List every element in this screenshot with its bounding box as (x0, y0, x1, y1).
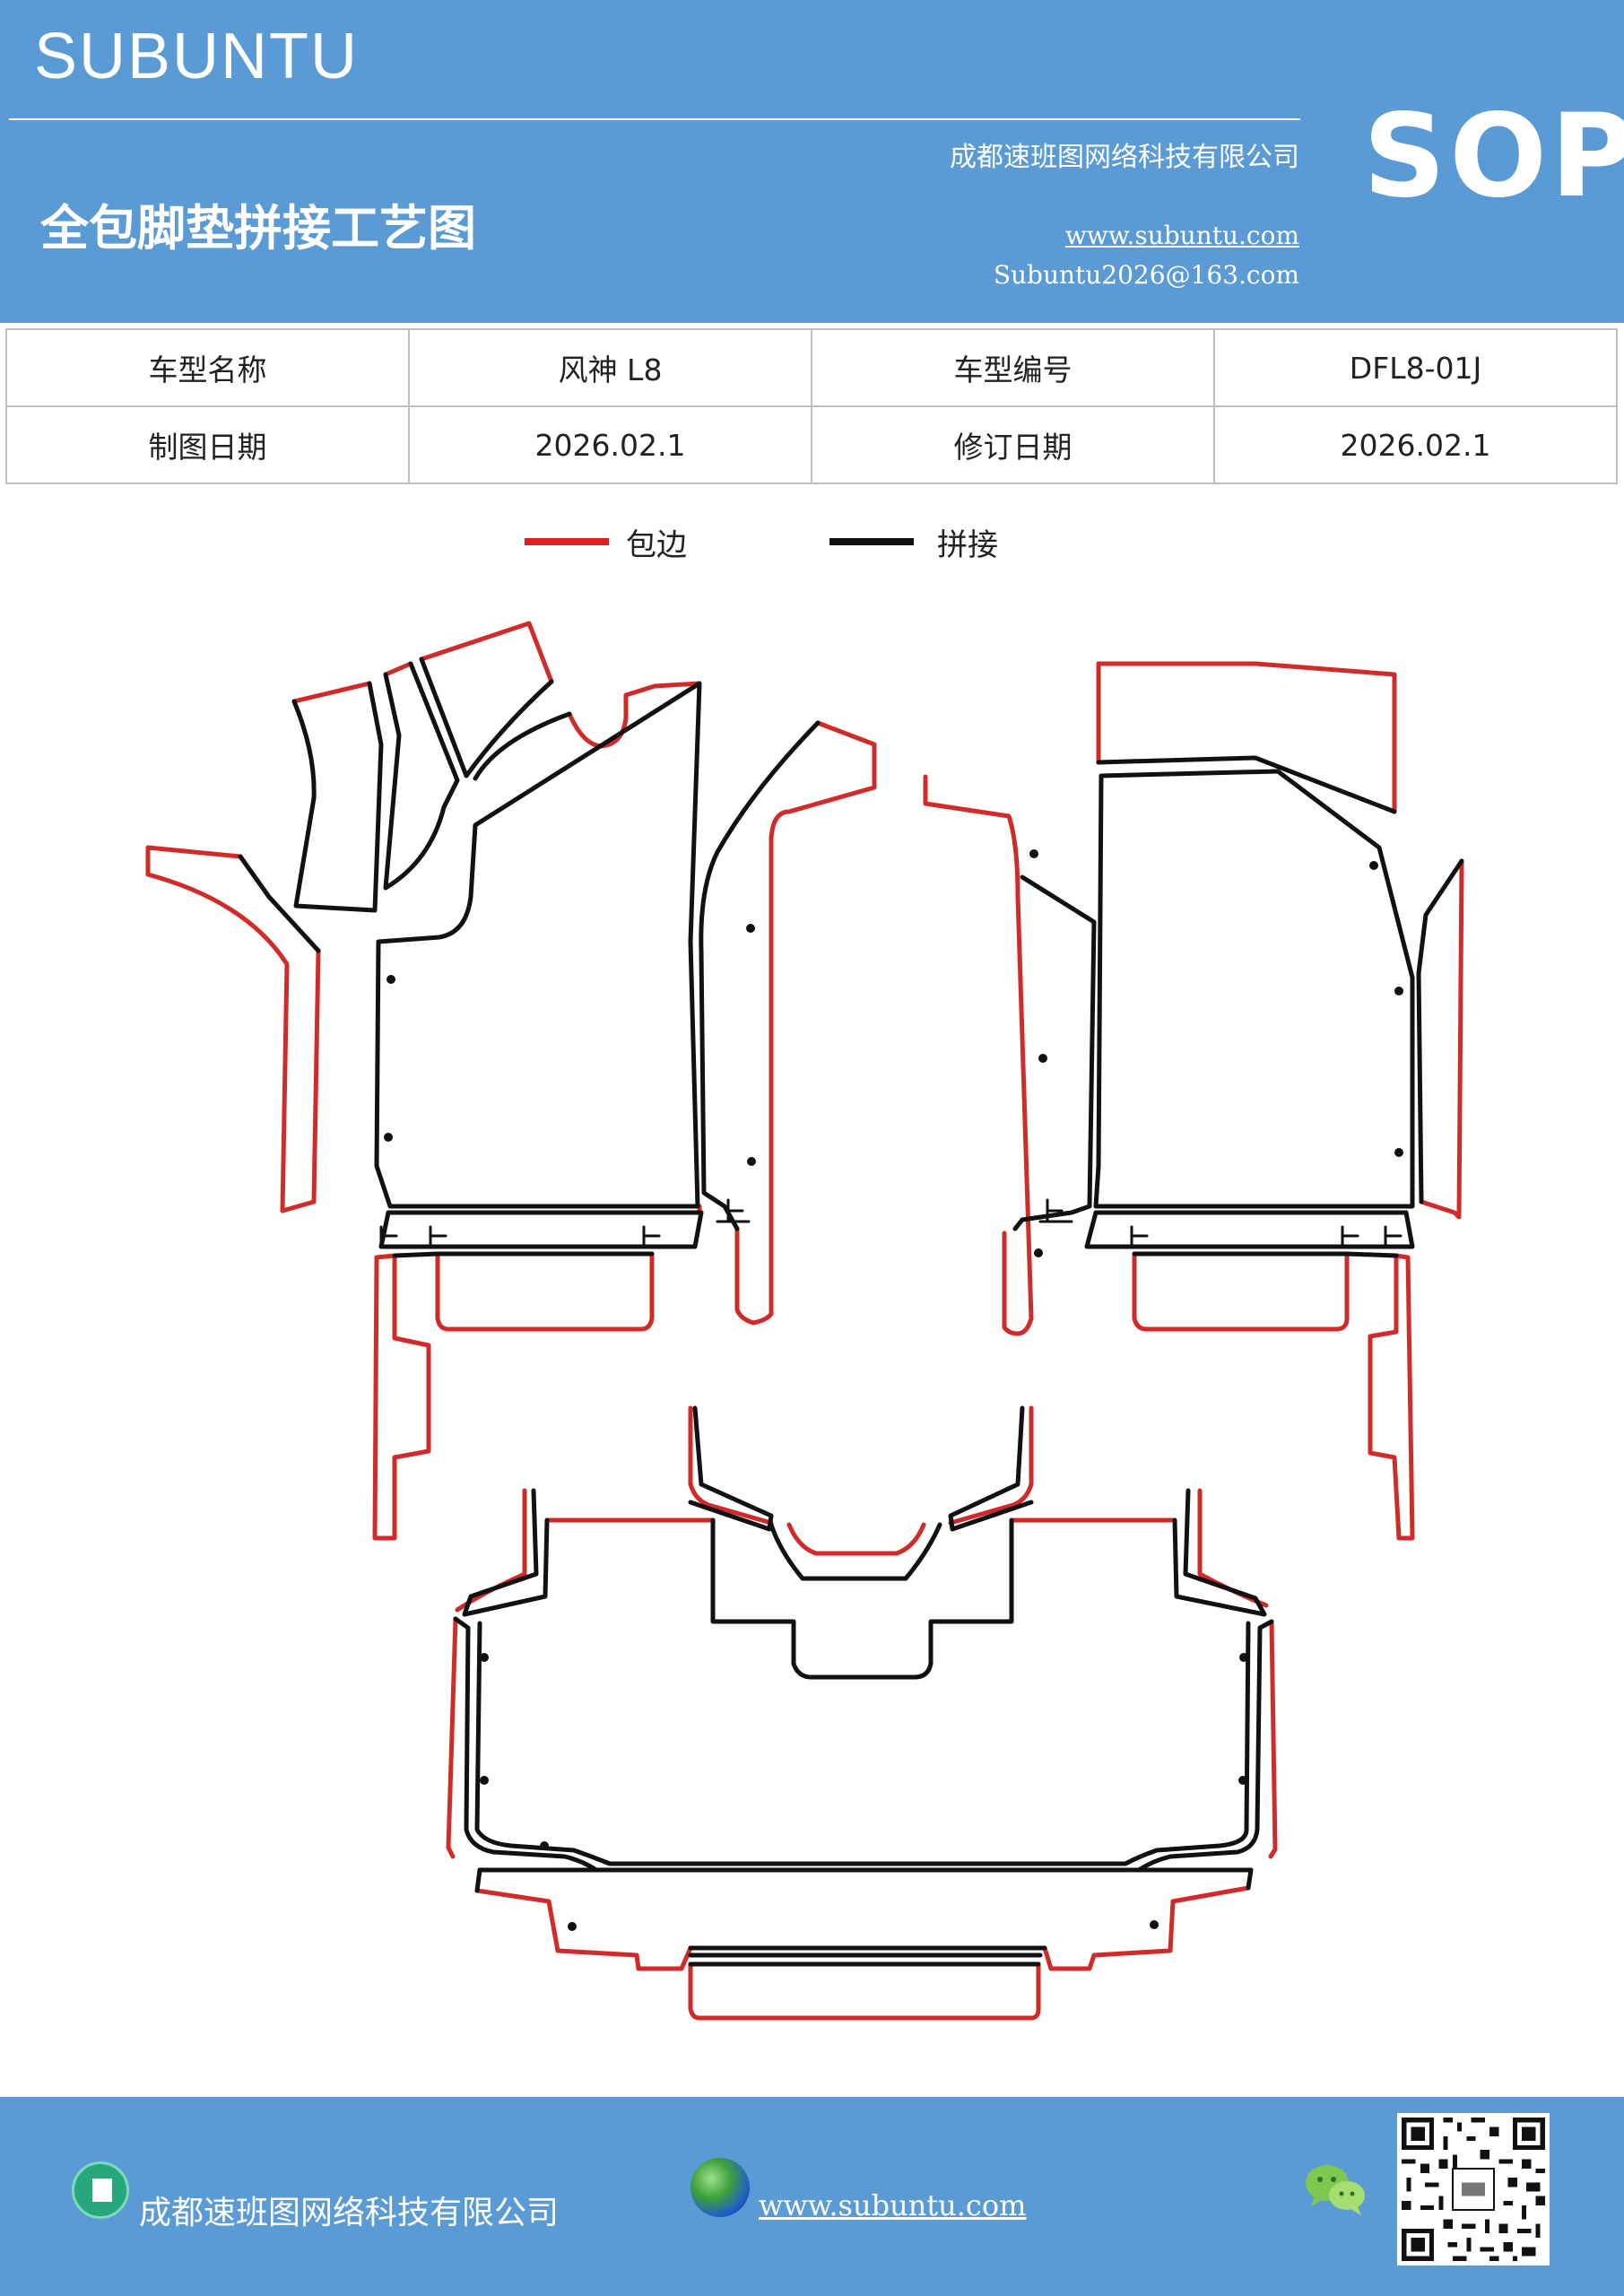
legend-swatch-seam (829, 538, 914, 545)
brand-name: SUBUNTU (34, 21, 360, 92)
model-name-value: 风神 L8 (408, 328, 812, 407)
seam-piece-b (383, 661, 460, 891)
revision-date-value: 2026.02.1 (1213, 405, 1618, 484)
mounting-point (1029, 849, 1038, 858)
edge-rear-tray (688, 1961, 1041, 2021)
alignment-mark (429, 1225, 461, 1248)
mounting-point (1369, 861, 1378, 870)
mounting-point (386, 975, 395, 984)
vehicle-info-table: 车型名称 风神 L8 车型编号 DFL8-01J 制图日期 2026.02.1 … (5, 328, 1618, 484)
footer-company: 成都速班图网络科技有限公司 (139, 2195, 560, 2231)
mounting-point (1238, 1776, 1247, 1785)
alignment-mark (716, 1198, 751, 1223)
globe-icon (690, 2158, 750, 2217)
mounting-point (540, 1841, 549, 1850)
mounting-point (1034, 1248, 1043, 1257)
seam-passenger-rail (1084, 1210, 1415, 1257)
edge-driver-left-strip (372, 1253, 431, 1541)
table-row: 制图日期 2026.02.1 修订日期 2026.02.1 (5, 405, 1618, 484)
seam-passenger-divider (1344, 1251, 1399, 1258)
seam-rear-left-corner (462, 1488, 550, 1617)
mounting-point (480, 1776, 489, 1785)
mounting-point (1394, 987, 1403, 996)
seam-front-left-strip (238, 854, 321, 953)
draw-date-value: 2026.02.1 (408, 405, 812, 484)
mounting-points (384, 849, 1403, 1931)
seam-driver-divider (392, 1251, 440, 1258)
alignment-mark (379, 1225, 413, 1248)
edge-rear-left-side (446, 1616, 458, 1859)
seam-rear-bottom-band (474, 1867, 1254, 1958)
seam-piece-a (291, 681, 384, 913)
edge-rear-center-notch (786, 1522, 926, 1556)
mounting-point (1239, 1653, 1248, 1662)
mounting-point (568, 1922, 577, 1931)
floor-mat-diagram (145, 621, 1464, 2021)
footer-website-link[interactable]: www.subuntu.com (759, 2188, 1027, 2222)
seam-rear-center (710, 1518, 1014, 1680)
qr-code[interactable] (1397, 2113, 1550, 2266)
mounting-point (1394, 1148, 1403, 1157)
alignment-mark (1038, 1198, 1073, 1223)
edge-passenger-right-strip (1419, 858, 1464, 1220)
mounting-point (747, 1157, 756, 1166)
edge-rear-bottom-band (474, 1885, 1251, 1971)
footer-banner: 成都速班图网络科技有限公司 www.subuntu.com (0, 2097, 1624, 2296)
seam-rear-right-riser (948, 1405, 1034, 1532)
edge-rear-left-corner (455, 1488, 527, 1613)
legend-label-edge: 包边 (626, 527, 687, 563)
red-edges (145, 621, 1464, 2021)
mounting-point (384, 1133, 393, 1142)
seam-rear-right-corner (1172, 1488, 1267, 1617)
edge-center-left-strip (734, 720, 877, 1326)
alignment-mark (1341, 1225, 1372, 1248)
revision-date-label: 修订日期 (811, 405, 1215, 484)
edge-driver-notch (567, 681, 702, 749)
mounting-point (480, 1653, 489, 1662)
mounting-point (746, 924, 755, 933)
sop-badge: SOP (1363, 90, 1624, 223)
model-code-value: DFL8-01J (1213, 328, 1618, 407)
draw-date-label: 制图日期 (5, 405, 410, 484)
edge-center-right-strip (923, 774, 1034, 1336)
header-email: Subuntu2026@163.com (993, 260, 1299, 290)
edge-passenger-foot-plate (1132, 1251, 1350, 1332)
header-company: 成都速班图网络科技有限公司 (950, 142, 1299, 173)
seam-rear-left-riser (688, 1405, 774, 1532)
edge-passenger-right-side-strip (1368, 1253, 1415, 1541)
edge-driver-foot-plate (435, 1251, 655, 1332)
seam-rear-main (453, 1616, 1274, 1873)
seam-passenger-main (1093, 755, 1415, 1209)
wechat-icon[interactable] (1302, 2160, 1368, 2217)
legend-swatch-edge (525, 538, 609, 545)
alignment-mark (1384, 1225, 1410, 1248)
seam-piece-c (419, 657, 554, 778)
alignment-mark (642, 1225, 674, 1248)
mounting-point (1038, 1054, 1047, 1063)
model-name-label: 车型名称 (5, 328, 410, 407)
header-website-link[interactable]: www.subuntu.com (1064, 221, 1299, 250)
seam-center-left (699, 720, 821, 1231)
edge-rear-left-riser (688, 1405, 774, 1526)
table-row: 车型名称 风神 L8 车型编号 DFL8-01J (5, 328, 1618, 407)
black-seams (238, 657, 1464, 1967)
edge-rear-right-side (1268, 1619, 1278, 1859)
edge-front-left-top (291, 621, 554, 704)
mounting-point (1150, 1920, 1159, 1929)
seam-center-right (1012, 874, 1097, 1231)
legend-label-seam: 拼接 (937, 527, 998, 563)
edge-front-left-strip (145, 845, 321, 1213)
seam-passenger-right-strip (1416, 858, 1464, 1205)
alignment-mark (1130, 1225, 1162, 1248)
header-divider (9, 118, 1300, 120)
alignment-marks (379, 1198, 1410, 1248)
edge-rear-right-riser (948, 1405, 1034, 1526)
model-code-label: 车型编号 (811, 328, 1215, 407)
seam-driver-main (374, 681, 702, 1209)
document-title: 全包脚垫拼接工艺图 (40, 199, 476, 257)
header-banner: SUBUNTU 成都速班图网络科技有限公司 全包脚垫拼接工艺图 www.subu… (0, 0, 1624, 323)
building-icon (72, 2161, 129, 2219)
edge-rear-right-top (1096, 661, 1397, 814)
